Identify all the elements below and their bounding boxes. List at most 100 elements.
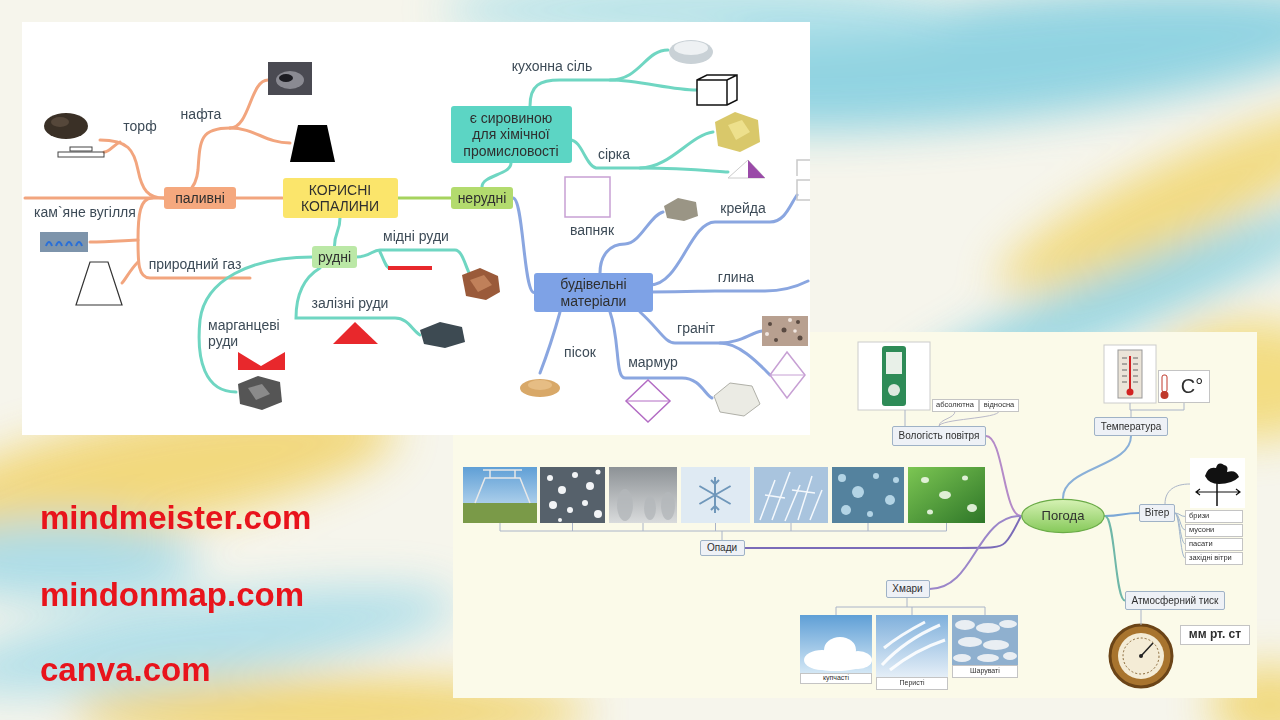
mineral-photos <box>420 322 465 348</box>
precipitation-photos <box>921 476 977 515</box>
celsius-icon <box>1158 370 1210 403</box>
precipitation-photos <box>582 500 588 506</box>
building-branches <box>650 195 797 285</box>
map-symbols <box>770 352 805 398</box>
map-symbols <box>626 401 670 402</box>
mineral-photos <box>765 318 797 336</box>
website-link: canva.com <box>40 651 211 689</box>
bracket-lines <box>905 410 906 426</box>
branch-connector <box>745 516 1022 548</box>
website-link: mindonmap.com <box>40 576 304 614</box>
category-box: паливні <box>164 187 236 209</box>
mineral-photos <box>788 318 792 322</box>
ore-branches <box>199 50 728 392</box>
branch-connector <box>513 198 534 293</box>
precipitation-photos <box>558 518 562 522</box>
mineral-photos <box>470 275 492 292</box>
precipitation-photos <box>867 511 873 517</box>
barometer-picture <box>1123 638 1159 674</box>
precipitation-photos <box>921 477 929 483</box>
mineral-photos <box>238 376 282 410</box>
node-text: Хмари <box>892 583 922 595</box>
fuel-branches <box>230 80 268 128</box>
weathervane-picture <box>1205 464 1239 484</box>
precipitation-photos <box>475 470 530 503</box>
thermometer-picture <box>1129 356 1131 390</box>
mineral-photos <box>46 242 82 246</box>
bracket-lines <box>500 523 947 540</box>
topic-box: Атмосферний тиск <box>1125 591 1225 610</box>
branch-connector <box>930 516 1022 589</box>
barometer-picture <box>1110 625 1172 687</box>
ore-branches <box>610 80 697 90</box>
fuel-branches <box>104 142 120 152</box>
fuel-branches <box>25 197 164 200</box>
precipitation-photos <box>873 473 879 479</box>
barometer-picture <box>1118 633 1164 679</box>
fuel-branches <box>230 128 290 143</box>
precipitation-photos <box>754 467 828 523</box>
map-symbols <box>748 160 765 178</box>
branch-label: нафта <box>181 106 222 122</box>
branch-label: граніт <box>677 320 715 336</box>
map-symbols <box>58 152 104 157</box>
branch-label: вапняк <box>570 222 614 238</box>
precipitation-photos <box>540 467 605 523</box>
branch-label: залізні руди <box>312 295 389 311</box>
map-symbols <box>728 160 765 178</box>
precipitation-photos <box>832 467 904 523</box>
map-symbols <box>333 322 378 344</box>
precipitation-photos <box>838 474 846 482</box>
ore-branches <box>640 168 728 172</box>
mineral-photos <box>793 329 797 333</box>
hygrometer-picture <box>886 352 902 374</box>
building-branches <box>600 212 663 273</box>
cloud-photos <box>800 615 872 673</box>
branch-label: торф <box>123 118 156 134</box>
branch-label: крейда <box>720 200 765 216</box>
ore-branches <box>380 252 390 268</box>
precipitation-photos <box>596 470 601 475</box>
celsius-icon <box>1162 375 1167 392</box>
precipitation-photos <box>567 507 573 513</box>
cloud-photos <box>804 637 872 671</box>
list-item-box: пасати <box>1185 538 1243 551</box>
unit-box: мм рт. ст <box>1180 625 1250 645</box>
minerals-map-panel <box>22 22 810 435</box>
precipitation-photos <box>962 476 968 481</box>
weathervane-picture <box>1196 489 1240 495</box>
value-box: відносна <box>979 399 1019 412</box>
weathervane-picture <box>1190 458 1245 508</box>
branch-connector <box>1063 436 1131 498</box>
mineral-photos <box>782 328 787 333</box>
caption-box: Шаруваті <box>952 665 1018 678</box>
precipitation-photos <box>699 477 730 513</box>
mineral-photos <box>798 336 803 341</box>
fuel-branches <box>122 262 138 283</box>
cloud-photos <box>983 640 1009 650</box>
cloud-photos <box>882 622 945 670</box>
minerals-map-panel <box>22 22 810 435</box>
fuel-branches <box>25 80 290 283</box>
building-branches <box>540 312 560 373</box>
mineral-photos <box>796 320 800 324</box>
node-text: відносна <box>984 401 1014 410</box>
mineral-photos <box>528 380 552 390</box>
list-item-box: західні вітри <box>1185 552 1243 565</box>
branch-connector <box>398 197 452 200</box>
caption-box: Перисті <box>876 677 948 690</box>
building-branches <box>640 312 762 343</box>
unit-box: С° <box>1158 370 1210 403</box>
bracket-lines <box>836 598 985 615</box>
precipitation-photos <box>939 491 951 499</box>
mineral-photos <box>669 40 713 64</box>
precipitation-photos <box>463 467 537 523</box>
cloud-photos <box>977 654 999 662</box>
branch-connector <box>939 412 999 427</box>
mineral-photos <box>765 332 769 336</box>
ore-branches <box>199 257 313 392</box>
hygrometer-picture <box>882 346 906 406</box>
